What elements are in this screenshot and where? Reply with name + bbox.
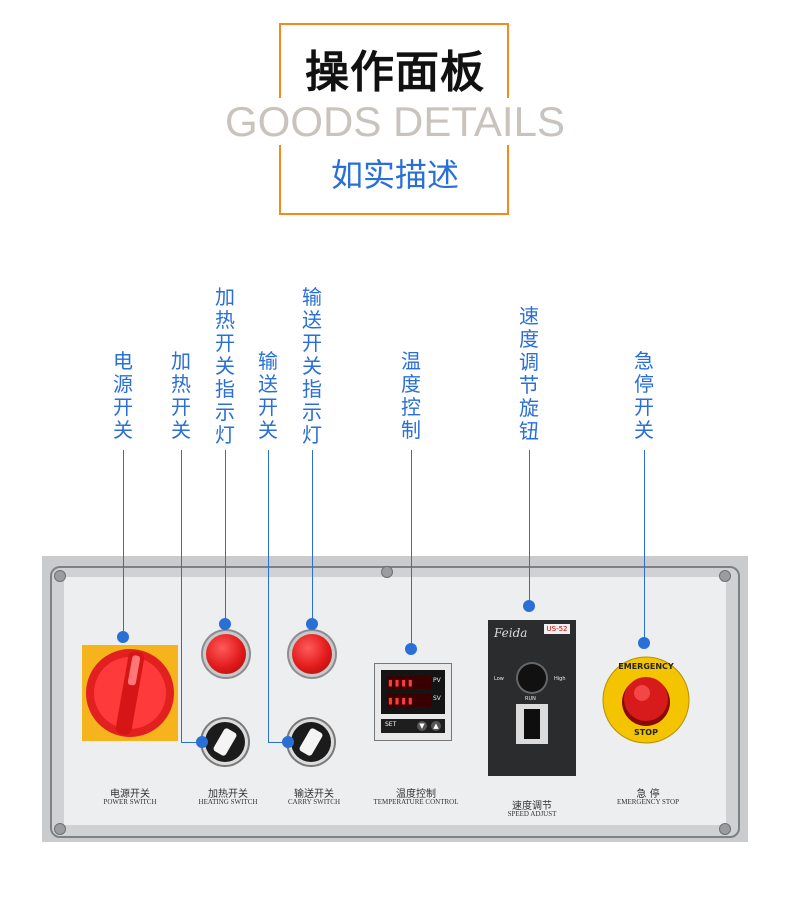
page-subtitle: 如实描述 [330, 156, 459, 194]
panel-label-emergency: 急 停 [636, 789, 660, 800]
callout-dot [117, 631, 129, 643]
panel-label-temperature-en: TEMPERATURE CONTROL [373, 798, 459, 806]
emergency-ring-text: EMERGENCY [618, 662, 674, 671]
selector-knob-icon [298, 727, 324, 757]
sv-readout: ▮▮▮▮ [387, 694, 431, 707]
callout-dot [306, 618, 318, 630]
panel-label-carry-en: CARRY SWITCH [287, 798, 341, 806]
panel-label-speed: 速度调节 [512, 801, 552, 812]
speed-knob[interactable] [518, 664, 546, 692]
callout-line [644, 450, 645, 642]
selector-knob-icon [212, 727, 238, 757]
callout-dot [523, 600, 535, 612]
callout-line [268, 450, 269, 742]
callout-temperature-control: 温度控制 [401, 349, 421, 442]
page-title-english: GOODS DETAILS [223, 98, 567, 145]
temperature-display: ▮▮▮▮ ▮▮▮▮ PV SV [381, 670, 445, 714]
callout-line [529, 450, 530, 604]
screw-icon [54, 570, 66, 582]
down-arrow-icon[interactable]: ▼ [417, 721, 427, 731]
carry-switch[interactable] [291, 722, 331, 762]
panel-label-heating: 加热开关 [208, 789, 248, 800]
rocker-switch[interactable] [524, 709, 540, 739]
model-label: US-52 [544, 624, 570, 634]
callout-speed-knob: 速度调节旋钮 [519, 304, 539, 443]
run-label: RUN [525, 696, 536, 702]
sv-label: SV [433, 695, 441, 702]
callout-emergency-stop: 急停开关 [634, 349, 654, 442]
rocker-switch-housing [516, 704, 548, 744]
panel-label-power: 电源开关 [110, 789, 150, 800]
screw-icon [54, 823, 66, 835]
heating-indicator-lamp [206, 634, 246, 674]
callout-dot [282, 736, 294, 748]
callout-line [268, 742, 288, 743]
screw-icon [719, 570, 731, 582]
speed-controller: Feida US-52 Low RUN High [488, 620, 576, 776]
callout-line [181, 742, 202, 743]
callout-heating-indicator: 加热开关指示灯 [215, 285, 235, 447]
callout-line [312, 450, 313, 622]
carry-indicator-lamp [292, 634, 332, 674]
callout-line [225, 450, 226, 622]
callout-dot [219, 618, 231, 630]
high-label: High [554, 676, 566, 682]
callout-carry-indicator: 输送开关指示灯 [302, 285, 322, 447]
callout-line [123, 450, 124, 636]
panel-label-carry: 输送开关 [294, 789, 334, 800]
callout-dot [638, 637, 650, 649]
brand-logo: Feida [494, 626, 528, 640]
heating-switch[interactable] [205, 722, 245, 762]
screw-icon [381, 566, 393, 578]
pv-label: PV [433, 677, 441, 684]
temperature-button-row: SET ▼ ▲ [381, 719, 445, 733]
panel-label-speed-en: SPEED ADJUST [507, 810, 557, 818]
panel-label-power-en: POWER SWITCH [103, 798, 157, 806]
callout-power-switch: 电源开关 [113, 349, 133, 442]
callout-line [411, 450, 412, 648]
pv-readout: ▮▮▮▮ [387, 676, 431, 689]
emergency-stop-button[interactable]: EMERGENCY STOP [602, 656, 690, 744]
temperature-controller[interactable]: ▮▮▮▮ ▮▮▮▮ PV SV SET ▼ ▲ [374, 663, 452, 741]
panel-label-emergency-en: EMERGENCY STOP [616, 798, 680, 806]
stop-ring-text: STOP [634, 728, 658, 737]
power-switch[interactable] [82, 645, 178, 741]
set-button[interactable]: SET [385, 721, 397, 728]
panel-label-heating-en: HEATING SWITCH [198, 798, 258, 806]
low-label: Low [494, 676, 504, 682]
screw-icon [719, 823, 731, 835]
callout-line [181, 450, 182, 742]
panel-label-temperature: 温度控制 [396, 789, 436, 800]
callout-heating-switch: 加热开关 [171, 349, 191, 442]
callout-carry-switch: 输送开关 [258, 349, 278, 442]
callout-dot [196, 736, 208, 748]
callout-dot [405, 643, 417, 655]
page-title: 操作面板 [305, 47, 485, 98]
up-arrow-icon[interactable]: ▲ [431, 721, 441, 731]
